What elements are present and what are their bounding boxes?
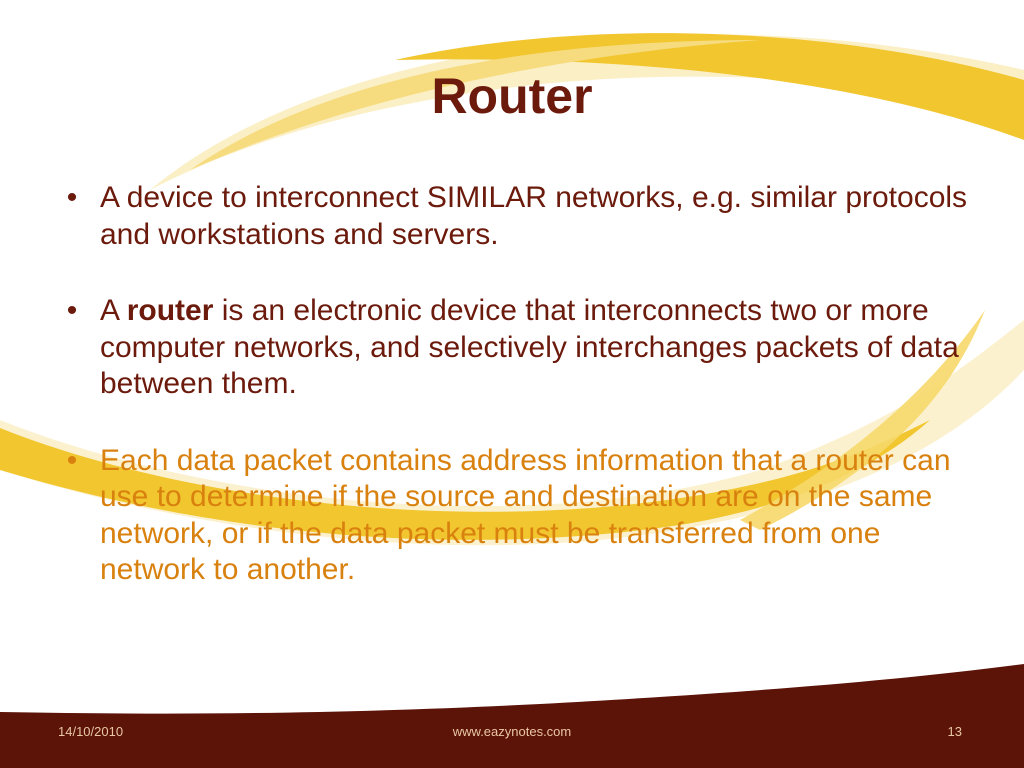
bullet-marker: • — [66, 181, 78, 214]
bullet-item-highlight: • Each data packet contains address info… — [60, 443, 980, 589]
footer-page-number: 13 — [947, 724, 962, 739]
footer-date: 14/10/2010 — [58, 724, 124, 739]
top-swoosh-thin — [190, 40, 760, 170]
bullet-marker: • — [66, 294, 78, 327]
bullet-text-prefix: A — [100, 294, 127, 327]
bullet-item: • A device to interconnect SIMILAR netwo… — [60, 180, 980, 253]
bullet-item: • A router is an electronic device that … — [60, 293, 980, 403]
middle-swoosh-gold — [0, 420, 930, 540]
bullet-text: A device to interconnect SIMILAR network… — [100, 181, 968, 251]
bullet-text-bold: router — [126, 294, 214, 327]
bullet-marker: • — [66, 443, 78, 477]
slide-title: Router — [431, 68, 593, 124]
slide-footer: 14/10/2010 www.eazynotes.com 13 — [0, 724, 1024, 744]
bullet-text: Each data packet contains address inform… — [100, 443, 951, 587]
footer-band — [0, 664, 1024, 768]
middle-swoosh-thin — [740, 310, 985, 530]
bullet-list: • A device to interconnect SIMILAR netwo… — [60, 180, 980, 589]
footer-website: www.eazynotes.com — [452, 724, 572, 739]
bullet-text-suffix: is an electronic device that interconnec… — [100, 294, 959, 400]
